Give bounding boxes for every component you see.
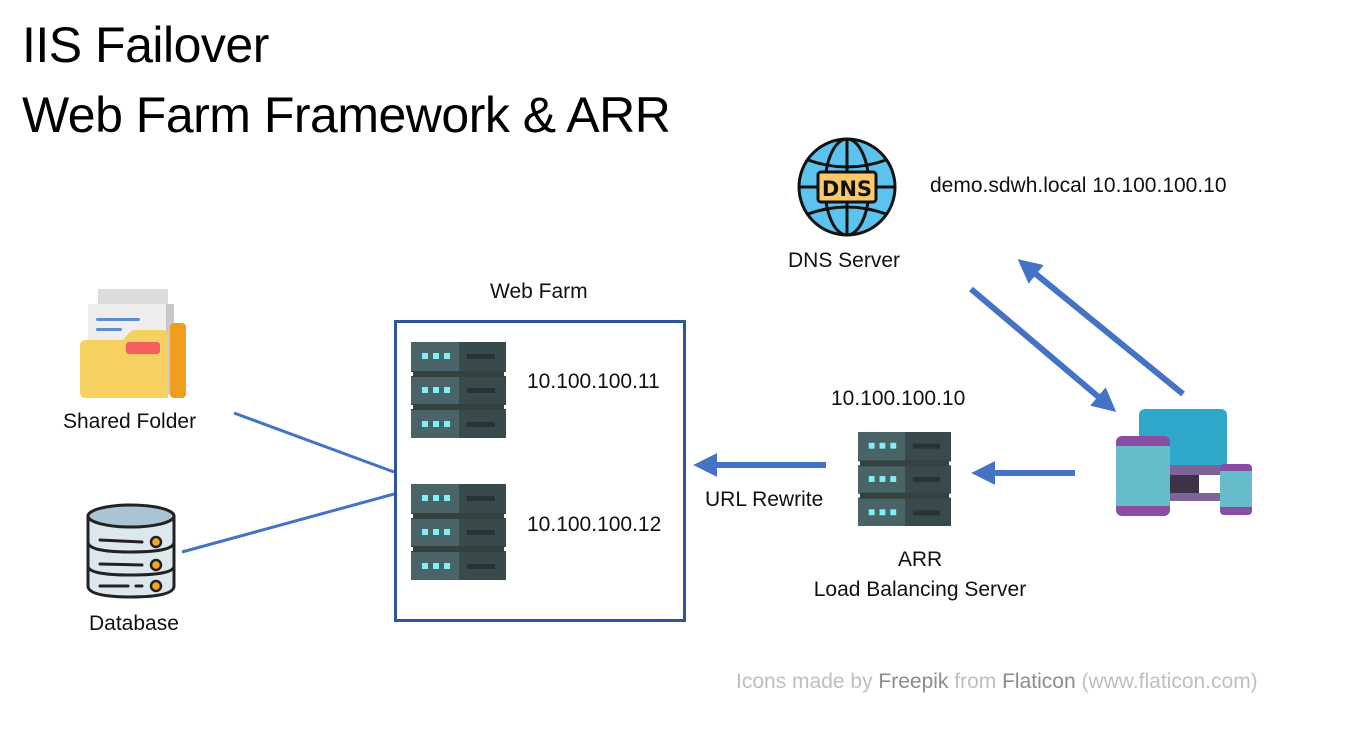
dns-icon-text: DNS [822,177,872,201]
devices-icon [1115,409,1253,517]
diagram-title-line1: IIS Failover [22,17,269,73]
folder-icon [78,286,188,398]
shared-folder-label: Shared Folder [63,410,197,433]
credit-prefix: Icons made by [736,670,879,693]
database-label: Database [89,612,179,635]
web-server-1-ip: 10.100.100.11 [527,370,660,393]
url-rewrite-label: URL Rewrite [705,488,824,511]
web-farm-label: Web Farm [490,280,588,303]
arr-label: ARR Load Balancing Server [790,548,1050,602]
arr-label-line2: Load Balancing Server [813,578,1027,601]
server-rack-icon [857,432,952,526]
web-server-2-ip: 10.100.100.12 [527,513,662,536]
dns-to-client-arrow [969,286,1117,412]
diagram-title-line2: Web Farm Framework & ARR [22,87,671,143]
dns-record: demo.sdwh.local 10.100.100.10 [930,174,1227,197]
database-icon [84,502,178,600]
credit-middle: from [948,670,1003,693]
database-to-farm-line [181,492,395,554]
dns-globe-icon: DNS [796,136,898,238]
web-farm-group [394,320,686,622]
icon-credit: Icons made by Freepik from Flaticon (www… [736,670,1258,694]
credit-suffix: (www.flaticon.com) [1075,670,1258,693]
credit-author: Freepik [878,670,949,693]
arr-ip: 10.100.100.10 [831,387,966,410]
client-to-dns-arrow [1017,259,1185,397]
server-rack-icon [410,484,507,580]
dns-server-label: DNS Server [788,249,901,272]
arr-label-line1: ARR [897,548,943,571]
server-rack-icon [410,342,507,438]
folder-to-farm-line [233,411,395,474]
credit-site: Flaticon [1002,670,1076,693]
